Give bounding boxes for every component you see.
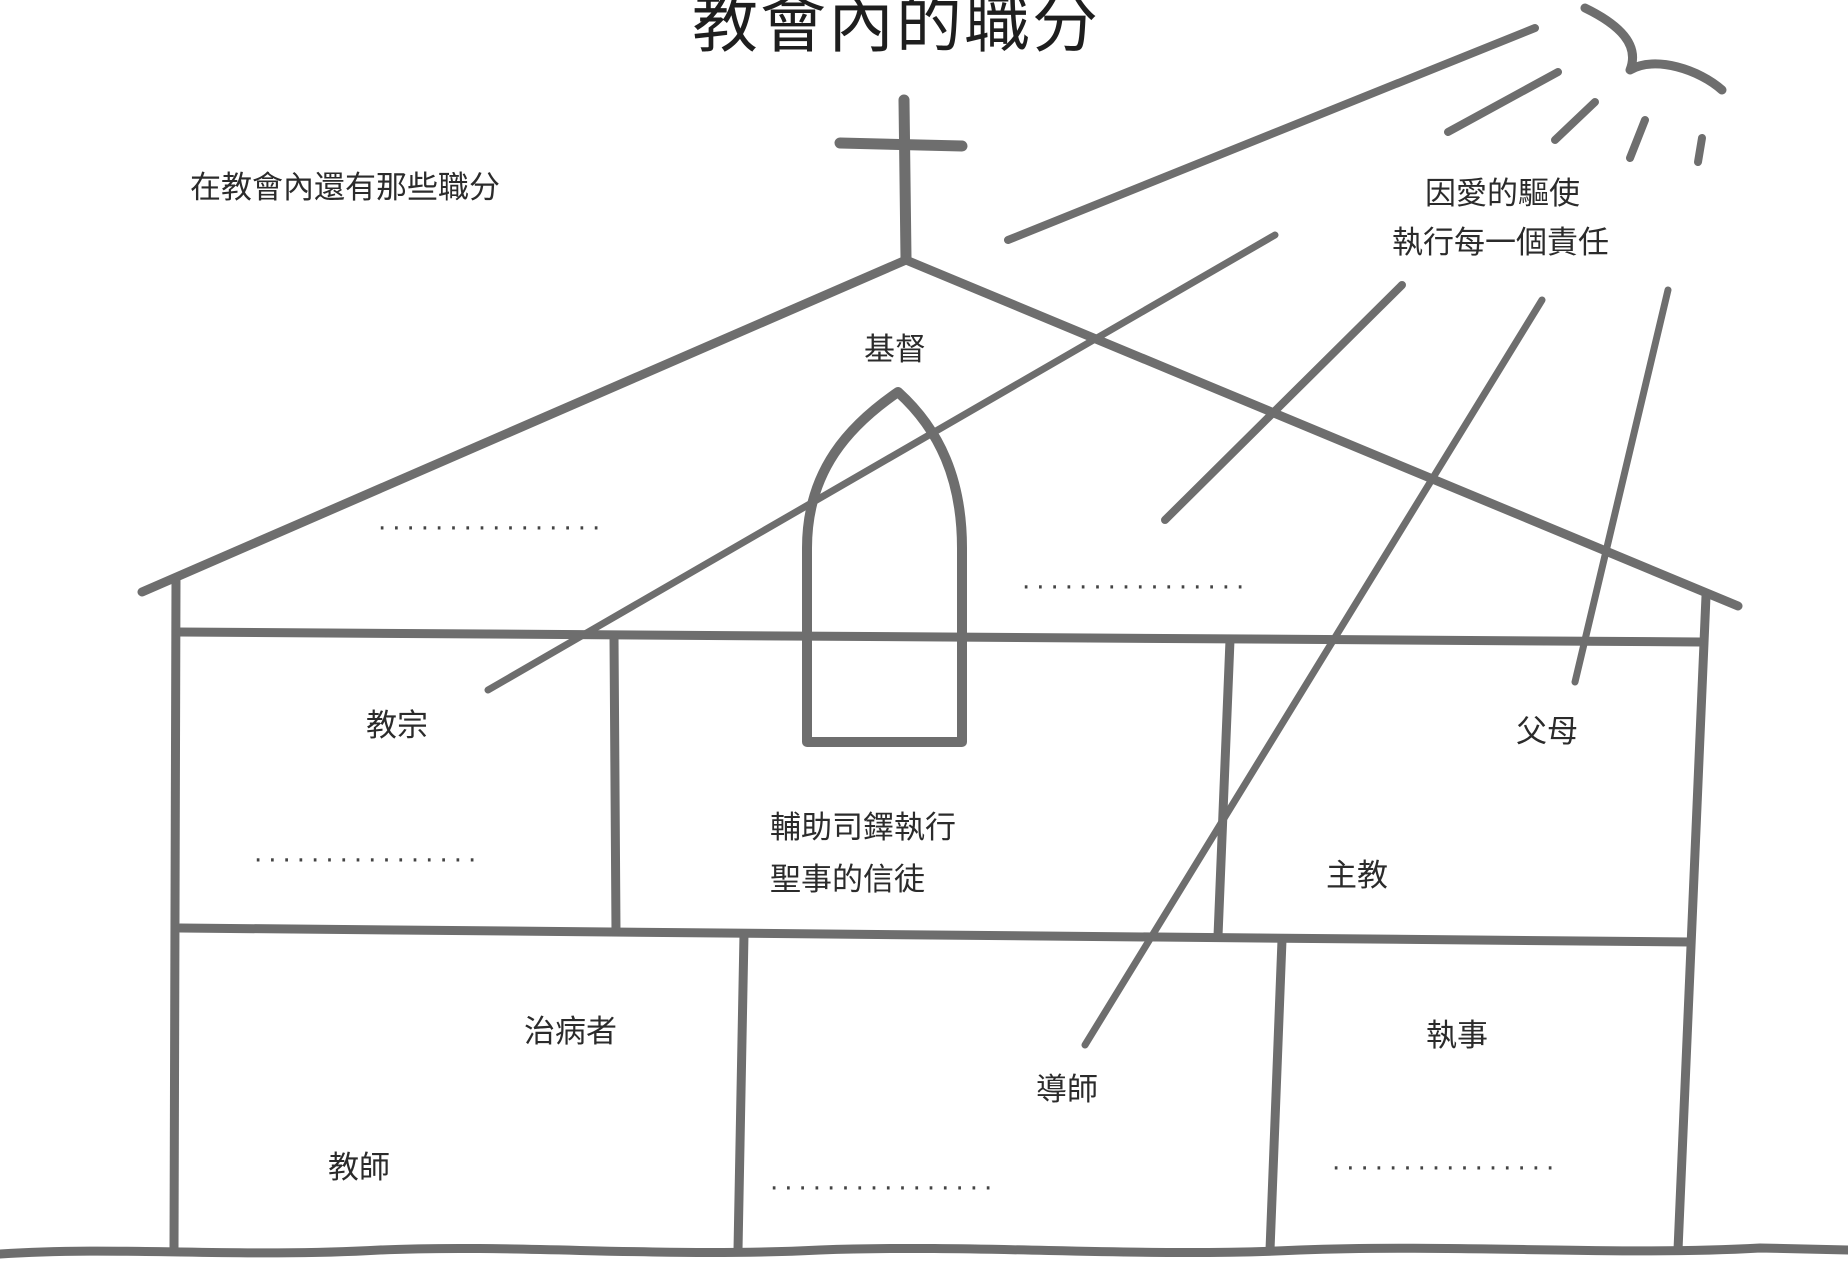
- ray-mentor: [1081, 296, 1546, 1049]
- ray-2: [1444, 68, 1562, 136]
- ray-pope: [484, 231, 1279, 694]
- wall-right: [1673, 591, 1711, 1255]
- blank-roof-left: ················: [378, 514, 607, 544]
- roof-left: [137, 255, 911, 597]
- ray-4: [1626, 116, 1649, 162]
- gothic-window: [802, 387, 967, 747]
- blank-deacon-room: ················: [1332, 1154, 1561, 1184]
- blank-roof-right: ················: [1022, 573, 1251, 603]
- role-christ: 基督: [864, 332, 926, 368]
- partition-lower-1: [733, 929, 749, 1255]
- page-title: 教會內的職分: [692, 0, 1100, 62]
- ray-parents: [1571, 286, 1672, 686]
- ray-1: [1004, 24, 1539, 244]
- floor-upper: [173, 627, 1705, 647]
- role-eucharist-helper-1: 輔助司鐸執行: [770, 810, 956, 846]
- role-mentor: 導師: [1036, 1072, 1098, 1108]
- ray-roof: [1161, 281, 1406, 524]
- role-deacon: 執事: [1426, 1018, 1488, 1054]
- role-bishop: 主教: [1326, 858, 1388, 894]
- ray-3: [1551, 98, 1599, 144]
- ray-5: [1694, 134, 1706, 166]
- blank-mentor-room: ················: [770, 1174, 999, 1204]
- ground-line: [0, 1243, 1848, 1259]
- roof-right: [901, 255, 1743, 611]
- role-healer: 治病者: [524, 1014, 617, 1050]
- wall-left: [169, 573, 181, 1255]
- partition-upper-1: [609, 631, 621, 937]
- role-eucharist-helper-2: 聖事的信徒: [770, 862, 925, 898]
- role-pope: 教宗: [366, 708, 428, 744]
- role-parents: 父母: [1516, 714, 1578, 750]
- floor-middle: [175, 923, 1695, 947]
- cross-horizontal: [834, 137, 968, 152]
- subtitle-text: 在教會內還有那些職分: [190, 170, 500, 206]
- role-teacher: 教師: [328, 1150, 390, 1186]
- sun-caption-line-1: 因愛的驅使: [1425, 176, 1580, 212]
- sun-shape: [1580, 3, 1727, 95]
- cross-vertical: [898, 94, 912, 264]
- partition-upper-2: [1213, 635, 1235, 941]
- sun-caption-line-2: 執行每一個責任: [1392, 225, 1609, 261]
- partition-lower-2: [1265, 935, 1287, 1255]
- blank-pope-room: ················: [254, 846, 483, 876]
